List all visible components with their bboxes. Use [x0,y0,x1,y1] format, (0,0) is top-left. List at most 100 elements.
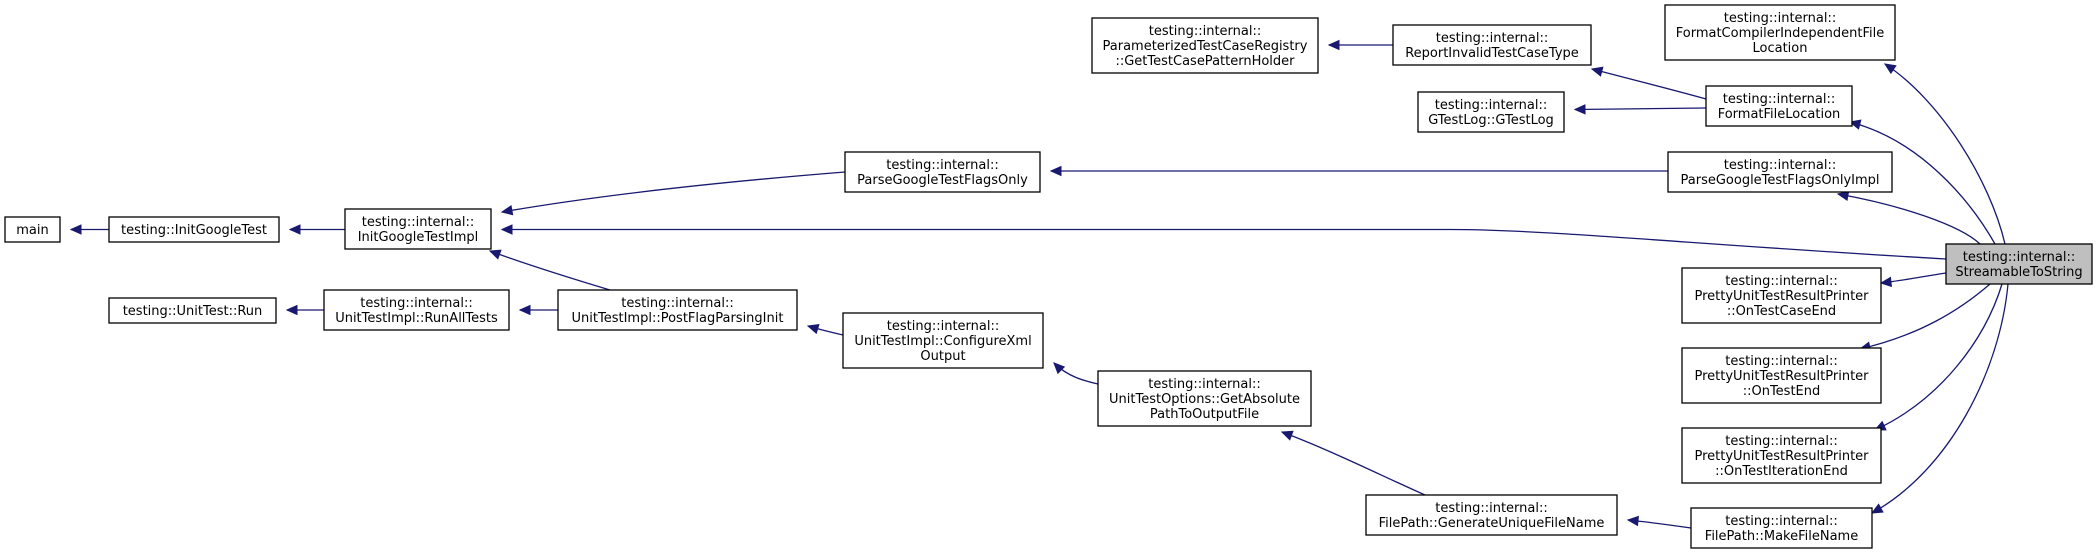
node-label-line: testing::internal:: [1724,11,1836,26]
node-box [1681,267,1882,324]
node-label-line: Output [920,349,965,364]
arrowhead [500,224,513,235]
node-label-line: testing::internal:: [1149,24,1261,39]
edge-line [1837,193,1981,245]
node-label-line: ::OnTestCaseEnd [1727,304,1836,319]
node-label-line: ParameterizedTestCaseRegistry [1103,39,1308,54]
node-box [323,289,510,331]
node-label-line: PrettyUnitTestResultPrinter [1694,289,1869,304]
node-label-line: FilePath::MakeFileName [1705,529,1858,544]
node-box [108,297,277,324]
node-label-line: testing::internal:: [1435,501,1547,516]
node-label-line: testing::internal:: [1436,31,1548,46]
arrowhead [1573,104,1586,115]
edge-streamable-to-string-to-parse-flags-only-impl [1836,190,1981,245]
node-box [1667,151,1893,193]
edge-post-flag-parsing-init-to-init-google-test-impl [488,249,611,291]
edge-line [1871,283,2009,514]
node-label-line: testing::internal:: [360,296,472,311]
node-label-line: ::OnTestEnd [1743,384,1821,399]
node-label-line: testing::internal:: [1724,158,1836,173]
node-label-line: testing::internal:: [1725,514,1837,529]
node-label-line: ParseGoogleTestFlagsOnly [857,173,1028,188]
arrowhead [1870,503,1884,514]
edge-line [1591,68,1707,100]
node-configure-xml[interactable]: testing::internal::UnitTestImpl::Configu… [842,312,1044,369]
edge-streamable-to-string-to-format-compiler-indep [1883,63,2006,245]
node-parse-flags-only[interactable]: testing::internal::ParseGoogleTestFlagsO… [844,151,1041,193]
arrowhead [285,304,298,316]
arrowhead [288,224,301,235]
node-make-file-name[interactable]: testing::internal::FilePath::MakeFileNam… [1690,507,1873,549]
edge-streamable-to-string-to-make-file-name [1870,283,2009,514]
arrowhead [1879,276,1892,288]
node-format-compiler-indep[interactable]: testing::internal::FormatCompilerIndepen… [1664,4,1896,61]
node-init-google-test[interactable]: testing::InitGoogleTest [108,216,280,243]
node-unit-test-run[interactable]: testing::UnitTest::Run [108,297,277,324]
node-label-line: UnitTestOptions::GetAbsolute [1109,392,1300,407]
node-label-line: main [16,223,48,238]
node-param-registry[interactable]: testing::internal::ParameterizedTestCase… [1091,17,1319,74]
edge-line [1884,63,2006,245]
node-report-invalid[interactable]: testing::internal::ReportInvalidTestCase… [1392,24,1592,66]
edge-line [502,228,1947,260]
node-box [1705,85,1853,127]
node-generate-unique[interactable]: testing::internal::FilePath::GenerateUni… [1365,494,1618,536]
arrowhead [806,323,820,335]
node-main[interactable]: main [4,216,61,243]
arrowhead [1053,362,1066,375]
node-label-line: PrettyUnitTestResultPrinter [1694,449,1869,464]
node-label-line: testing::internal:: [887,319,999,334]
node-label-line: StreamableToString [1955,265,2082,280]
edge-report-invalid-to-param-registry [1327,39,1393,51]
node-on-test-end[interactable]: testing::internal::PrettyUnitTestResultP… [1681,347,1882,404]
edge-init-google-test-impl-to-init-google-test [288,224,345,235]
node-label-line: FormatFileLocation [1718,107,1841,122]
node-label-line: testing::internal:: [621,296,733,311]
node-box [844,151,1041,193]
node-parse-flags-only-impl[interactable]: testing::internal::ParseGoogleTestFlagsO… [1667,151,1893,193]
arrowhead [1590,66,1604,77]
arrowhead [1626,515,1639,527]
node-box [1664,4,1896,61]
node-label-line: UnitTestImpl::PostFlagParsingInit [572,311,784,326]
node-on-test-case-end[interactable]: testing::internal::PrettyUnitTestResultP… [1681,267,1882,324]
node-box [1097,370,1312,427]
edge-line [1574,107,1707,111]
node-box [1690,507,1873,549]
edge-streamable-to-string-to-on-test-iteration-end [1873,283,2003,431]
node-box [1417,91,1565,133]
node-label-line: testing::internal:: [1723,92,1835,107]
node-format-file-location[interactable]: testing::internal::FormatFileLocation [1705,85,1853,127]
edge-init-google-test-to-main [69,224,109,235]
arrowhead [1883,63,1897,75]
edge-run-all-tests-to-unit-test-run [285,304,324,316]
node-label-line: PathToOutputFile [1150,407,1259,422]
edge-configure-xml-to-post-flag-parsing-init [806,323,844,336]
edge-streamable-to-string-to-init-google-test-impl [500,224,1947,260]
node-on-test-iteration-end[interactable]: testing::internal::PrettyUnitTestResultP… [1681,427,1882,484]
node-gtest-log[interactable]: testing::internal::GTestLog::GTestLog [1417,91,1565,133]
node-get-absolute-path[interactable]: testing::internal::UnitTestOptions::GetA… [1097,370,1312,427]
node-box [1681,427,1882,484]
node-init-google-test-impl[interactable]: testing::internal::InitGoogleTestImpl [344,208,492,250]
edge-post-flag-parsing-init-to-run-all-tests [518,304,558,316]
arrowhead [1280,430,1294,441]
node-label-line: Location [1753,41,1808,56]
node-streamable-to-string[interactable]: testing::internal::StreamableToString [1945,243,2093,285]
node-post-flag-parsing-init[interactable]: testing::internal::UnitTestImpl::PostFla… [557,289,798,331]
edge-line [501,171,846,213]
edge-line [1849,121,1996,245]
node-box [4,216,61,243]
node-label-line: ParseGoogleTestFlagsOnlyImpl [1681,173,1880,188]
node-label-line: FilePath::GenerateUniqueFileName [1379,516,1605,531]
node-run-all-tests[interactable]: testing::internal::UnitTestImpl::RunAllT… [323,289,510,331]
node-box [1091,17,1319,74]
node-label-line: testing::internal:: [886,158,998,173]
node-label-line: testing::UnitTest::Run [123,304,263,319]
arrowhead [518,304,531,316]
arrowhead [1836,190,1850,202]
node-box [344,208,492,250]
arrowhead [500,205,514,216]
